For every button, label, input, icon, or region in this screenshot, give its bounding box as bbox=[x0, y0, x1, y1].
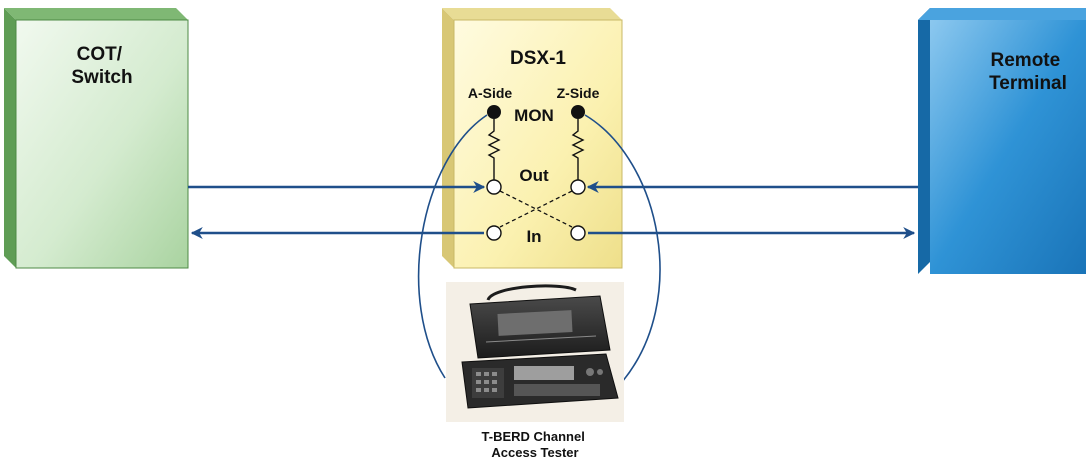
dsx-front-face bbox=[453, 19, 623, 269]
z-side-in-jack bbox=[570, 225, 586, 241]
a-side-test-cord bbox=[417, 114, 488, 379]
a-side-resistor bbox=[487, 119, 501, 180]
dsx-mon-label: MON bbox=[514, 106, 554, 125]
cot-title-line1: COT/ bbox=[77, 44, 123, 65]
tester-handle bbox=[486, 284, 577, 301]
test-cords bbox=[417, 114, 661, 383]
z-side-resistor bbox=[571, 119, 585, 180]
z-side-mon-jack bbox=[571, 105, 585, 119]
tester-display bbox=[514, 366, 574, 380]
a-side-in-jack bbox=[486, 225, 502, 241]
cot-title-line2: Switch bbox=[71, 67, 132, 88]
tester-caption-line2: Access Tester bbox=[491, 445, 578, 460]
cot-top-face bbox=[4, 8, 188, 20]
dsx-title: DSX-1 bbox=[510, 48, 566, 69]
a-side-out-jack bbox=[486, 179, 502, 195]
remote-title-line2: Terminal bbox=[989, 73, 1067, 94]
remote-terminal-box: Remote Terminal bbox=[918, 8, 1086, 274]
cot-switch-box: COT/ Switch bbox=[4, 8, 189, 269]
dsx1-panel: DSX-1 A-Side Z-Side MON Out In bbox=[442, 8, 623, 269]
dsx-top-face bbox=[442, 8, 622, 20]
tester-lid-panel bbox=[497, 310, 573, 336]
remote-top-face bbox=[918, 8, 1086, 20]
remote-side-face bbox=[918, 8, 930, 274]
tester-caption-line1: T-BERD Channel bbox=[482, 429, 585, 444]
svg-text:Remote Terminal: Remote Terminal bbox=[989, 50, 1067, 94]
dsx-in-label: In bbox=[526, 227, 541, 246]
dsx-out-label: Out bbox=[519, 166, 549, 185]
remote-title-line1: Remote bbox=[991, 50, 1061, 71]
remote-front-face bbox=[930, 20, 1086, 274]
dsx-side-face bbox=[442, 8, 454, 268]
tester-keys bbox=[476, 372, 497, 392]
cot-side-face bbox=[4, 8, 16, 268]
a-side-mon-jack bbox=[487, 105, 501, 119]
cot-front-face bbox=[15, 19, 189, 269]
tberd-tester-illustration bbox=[446, 282, 624, 422]
dsx-a-side-label: A-Side bbox=[468, 85, 513, 101]
svg-text:COT/ Switch: COT/ Switch bbox=[71, 44, 132, 88]
dsx-z-side-label: Z-Side bbox=[557, 85, 600, 101]
z-side-test-cord bbox=[584, 114, 661, 383]
z-side-out-jack bbox=[570, 179, 586, 195]
svg-text:T-BERD Channel Access Test: T-BERD Channel Access Tester bbox=[482, 429, 589, 460]
tester-control-strip bbox=[514, 384, 600, 396]
